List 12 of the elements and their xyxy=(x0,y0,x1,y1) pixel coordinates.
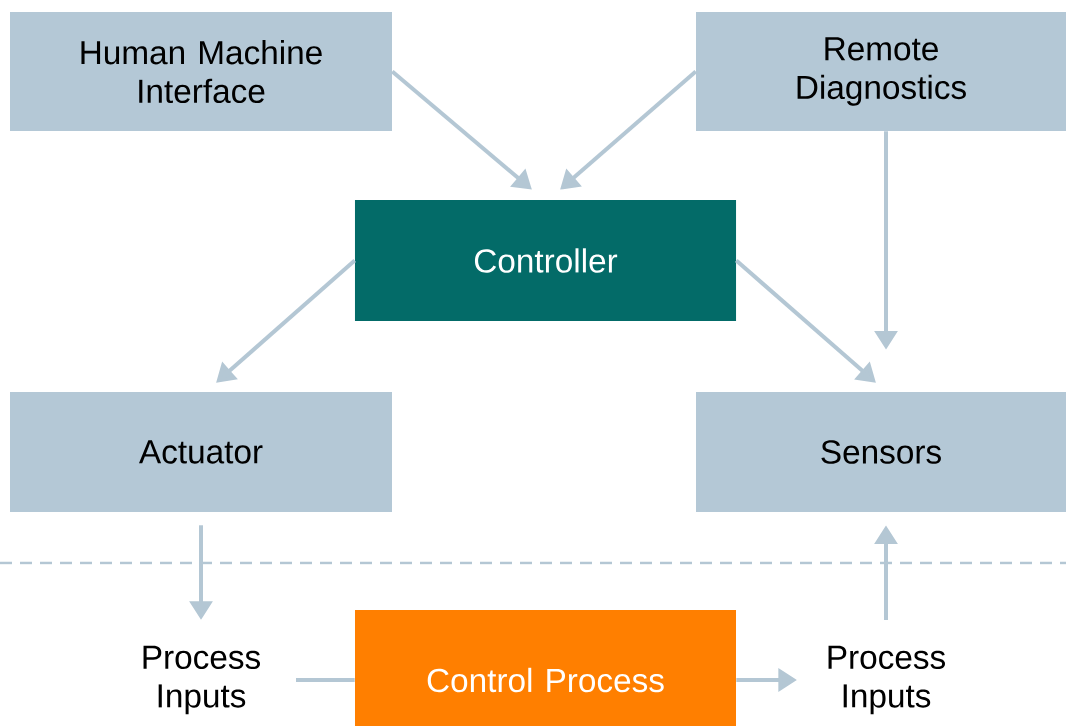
node-text: Process Inputs xyxy=(828,645,945,715)
process-box: Sensors xyxy=(696,392,1066,512)
arrow xyxy=(560,70,698,190)
arrow xyxy=(735,259,876,383)
arrow xyxy=(391,70,532,190)
node-text: Process Inputs xyxy=(143,645,260,715)
process-box: Actuator xyxy=(10,392,392,512)
controller-box: Controller xyxy=(355,199,737,322)
process-box: Remote Diagnostics xyxy=(696,12,1066,131)
arrow xyxy=(216,259,357,383)
process-box: Control Process xyxy=(355,610,737,726)
process-box: Human Machine Interface xyxy=(10,12,392,131)
